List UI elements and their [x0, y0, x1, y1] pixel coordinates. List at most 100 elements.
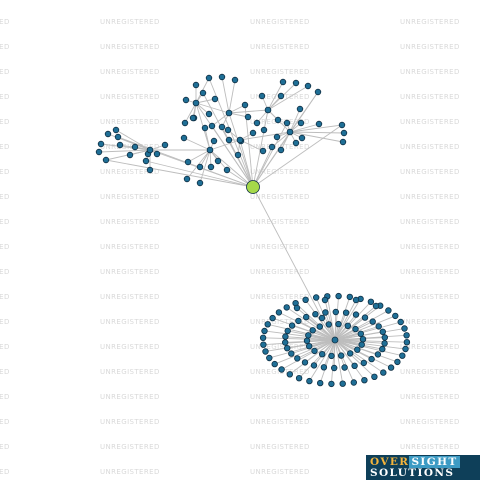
- upper-cluster-node: [192, 81, 200, 89]
- lower-cluster-node: [282, 333, 289, 340]
- edge: [321, 317, 336, 341]
- lower-cluster-node: [367, 298, 375, 305]
- lower-cluster-node: [381, 334, 388, 341]
- lower-cluster-node: [331, 364, 338, 372]
- lower-cluster-node: [261, 327, 268, 335]
- lower-cluster-node: [321, 296, 329, 304]
- lower-cluster-node: [379, 328, 386, 335]
- upper-cluster-node: [273, 133, 281, 141]
- lower-cluster-node: [302, 296, 309, 303]
- lower-cluster-node: [259, 334, 267, 341]
- edge: [334, 328, 356, 341]
- upper-cluster-node: [249, 129, 257, 137]
- lower-cluster-node: [397, 318, 404, 326]
- lower-cluster-node: [318, 314, 326, 322]
- lower-cluster-node: [310, 362, 318, 369]
- lower-cluster-node: [319, 351, 326, 358]
- upper-cluster-node: [199, 89, 207, 97]
- edge: [239, 139, 254, 188]
- edge: [308, 339, 336, 382]
- edge: [252, 122, 288, 188]
- upper-cluster-node: [210, 137, 218, 145]
- upper-cluster-node: [192, 99, 200, 107]
- lower-cluster-node: [379, 345, 386, 353]
- upper-cluster-node: [339, 138, 347, 146]
- lower-cluster-node: [271, 360, 278, 368]
- upper-cluster-node: [131, 143, 139, 151]
- upper-cluster-node: [315, 120, 323, 128]
- upper-cluster-node: [97, 140, 105, 148]
- lower-cluster-node: [371, 373, 378, 380]
- edge: [334, 305, 377, 341]
- edge: [267, 85, 309, 111]
- lower-cluster-node: [360, 359, 367, 367]
- upper-cluster-node: [207, 163, 215, 171]
- lower-cluster-node: [309, 327, 316, 334]
- edge: [314, 339, 336, 352]
- upper-cluster-node: [286, 128, 294, 136]
- edge: [271, 131, 291, 148]
- lower-cluster-node: [380, 369, 387, 376]
- edge: [312, 329, 336, 341]
- edge: [115, 129, 151, 151]
- lower-cluster-node: [403, 332, 410, 339]
- lower-cluster-node: [282, 339, 289, 346]
- upper-cluster-node: [277, 146, 285, 154]
- lower-cluster-node: [359, 336, 367, 343]
- upper-cluster-node: [225, 136, 233, 144]
- lower-cluster-node: [260, 341, 267, 348]
- lower-cluster-hub-node: [331, 336, 339, 344]
- lower-cluster-node: [401, 325, 408, 332]
- upper-cluster-node: [189, 114, 197, 122]
- upper-cluster-node: [161, 141, 169, 149]
- upper-cluster-node: [260, 126, 268, 134]
- edge: [274, 339, 336, 365]
- lower-cluster-node: [306, 343, 313, 350]
- lower-cluster-node: [372, 302, 380, 310]
- lower-cluster-node: [368, 355, 375, 363]
- edge: [315, 313, 336, 341]
- edge: [252, 124, 343, 188]
- lower-cluster-node: [303, 337, 311, 344]
- lower-cluster-node: [342, 309, 350, 316]
- upper-cluster-node: [146, 166, 154, 174]
- edge-central-link: [252, 186, 323, 319]
- edge: [184, 102, 197, 124]
- lower-cluster-node: [335, 320, 342, 328]
- upper-cluster-node: [244, 113, 252, 121]
- lower-cluster-node: [295, 317, 302, 325]
- edge: [100, 143, 151, 151]
- lower-cluster-node: [264, 321, 271, 328]
- lower-cluster-node: [341, 364, 348, 371]
- lower-cluster-node: [346, 293, 353, 301]
- edge: [296, 307, 336, 341]
- lower-cluster-node: [266, 354, 273, 362]
- edge: [291, 339, 336, 355]
- logo-word-sight: SIGHT: [409, 455, 460, 468]
- upper-cluster-node: [296, 105, 304, 113]
- edge: [334, 339, 362, 346]
- edge: [289, 131, 345, 134]
- lower-cluster-node: [262, 348, 269, 355]
- logo-word-solutions: SOLUTIONS: [370, 467, 455, 479]
- upper-cluster-node: [292, 139, 300, 147]
- upper-cluster-node: [236, 136, 244, 144]
- edge: [334, 298, 362, 341]
- edge: [228, 112, 254, 188]
- lower-cluster-node: [278, 366, 285, 373]
- edge: [252, 146, 273, 188]
- lower-cluster-node: [328, 352, 335, 360]
- upper-cluster-node: [283, 119, 291, 127]
- lower-cluster-node: [316, 323, 323, 330]
- upper-cluster-node: [314, 88, 322, 96]
- upper-cluster-node: [225, 109, 233, 117]
- lower-cluster-node: [284, 327, 291, 335]
- edge: [334, 299, 357, 341]
- upper-cluster-node: [340, 129, 348, 137]
- edge: [183, 137, 211, 151]
- edge: [333, 339, 336, 369]
- upper-cluster-node: [274, 116, 282, 124]
- lower-cluster-node: [335, 292, 342, 300]
